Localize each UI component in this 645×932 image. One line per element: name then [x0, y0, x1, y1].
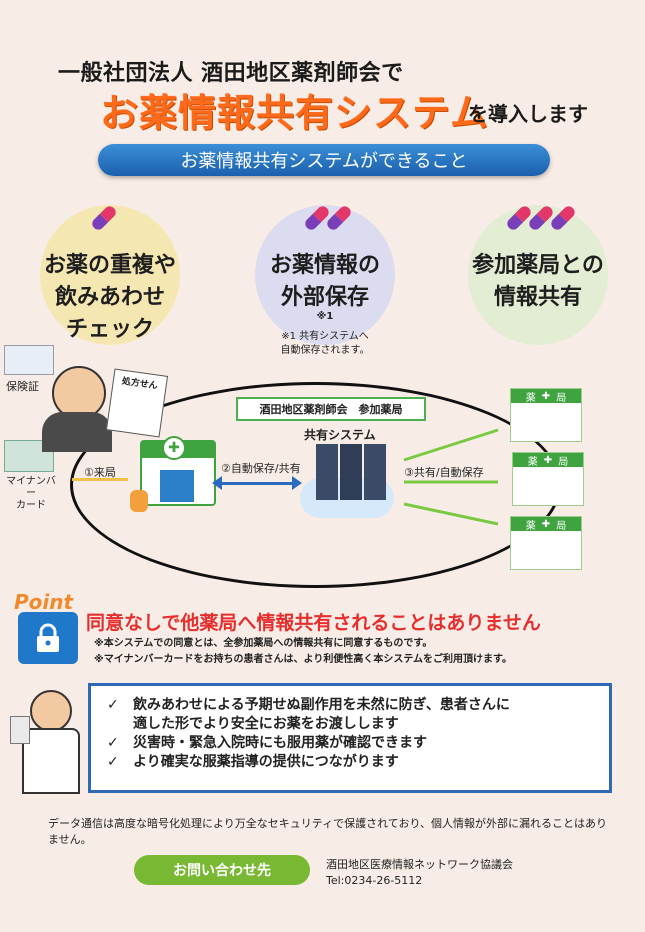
benefit-row: ✓より確実な服薬指導の提供につながります	[107, 754, 399, 770]
feature-1-text: お薬の重複や 飲みあわせ チェック	[43, 253, 176, 342]
point-label: Point	[14, 590, 74, 614]
consent-note-2: ※マイナンバーカードをお持ちの患者さんは、より利便性高く本システムをご利用頂けま…	[94, 654, 513, 665]
page-title: お薬情報共有システム	[100, 91, 489, 135]
feature-circle-2	[255, 205, 395, 345]
benefit-row: 適した形でより安全にお薬をお渡しします	[133, 716, 399, 732]
organization-tel: Tel:0234-26-5112	[326, 874, 423, 887]
cross-icon: ✚	[162, 436, 186, 460]
step3-label: ③共有/自動保存	[404, 466, 484, 479]
benefits-box: ✓飲みあわせによる予期せぬ副作用を未然に防ぎ、患者さんに 適した形でより安全にお…	[88, 683, 612, 793]
consent-headline: 同意なしで他薬局へ情報共有されることはありません	[86, 612, 541, 634]
pharmacy-icon: 薬✚局	[510, 388, 582, 442]
arrow-right-icon	[292, 476, 302, 490]
group-label: 酒田地区薬剤師会 参加薬局	[236, 397, 426, 421]
step1-label: ①来局	[84, 466, 116, 479]
feature-circle-1	[40, 205, 180, 345]
security-note: データ通信は高度な暗号化処理により万全なセキュリティで保護されており、個人情報が…	[48, 817, 608, 846]
prescription-label: 処方せん	[121, 376, 159, 392]
step1-arrow	[72, 478, 128, 481]
check-icon: ✓	[107, 754, 119, 770]
benefit-row: ✓災害時・緊急入院時にも服用薬が確認できます	[107, 735, 427, 751]
server-icon	[364, 444, 386, 500]
benefit-row: ✓飲みあわせによる予期せぬ副作用を未然に防ぎ、患者さんに	[107, 697, 510, 713]
feature-2-note: ※1 共有システムへ 自動保存されます。	[280, 331, 370, 356]
pharmacist-small-icon	[130, 490, 148, 512]
contact-button[interactable]: お問い合わせ先	[134, 855, 310, 885]
step2-arrow	[218, 482, 294, 485]
consent-note-1: ※本システムでの同意とは、全参加薬局への情報共有に同意するものです。	[94, 638, 433, 649]
mynumber-card-label: マイナンバーカード	[6, 476, 56, 511]
section-banner: お薬情報共有システムができること	[98, 144, 550, 176]
organization-info: 酒田地区医療情報ネットワーク協議会 Tel:0234-26-5112	[326, 857, 513, 889]
feature-2-text: お薬情報の 外部保存	[269, 253, 380, 310]
arrow-left-icon	[212, 476, 222, 490]
pharmacy-icon: 薬✚局	[510, 516, 582, 570]
step2-label: ②自動保存/共有	[221, 462, 301, 475]
pharmacy-icon: 薬✚局	[512, 452, 584, 506]
share-arrows	[403, 428, 499, 526]
insurance-card-icon	[4, 345, 54, 375]
header-line1: 一般社団法人 酒田地区薬剤師会で	[58, 61, 404, 86]
pharmacist-coat	[22, 728, 80, 794]
feature-2-mark: ※1	[316, 311, 334, 322]
feature-3-text: 参加薬局との 情報共有	[472, 253, 604, 310]
header-suffix: を導入します	[468, 102, 588, 126]
pharmacist-icon	[30, 690, 72, 732]
medicine-box-icon	[10, 716, 30, 744]
check-icon: ✓	[107, 697, 119, 713]
system-label: 共有システム	[304, 428, 376, 442]
server-icon	[340, 444, 362, 500]
patient-body	[42, 412, 112, 452]
check-icon: ✓	[107, 735, 119, 751]
insurance-card-label: 保険証	[6, 380, 39, 393]
organization-name: 酒田地区医療情報ネットワーク協議会	[326, 858, 513, 871]
lock-icon	[18, 612, 78, 664]
server-icon	[316, 444, 338, 500]
prescription-icon: 処方せん	[105, 368, 169, 438]
